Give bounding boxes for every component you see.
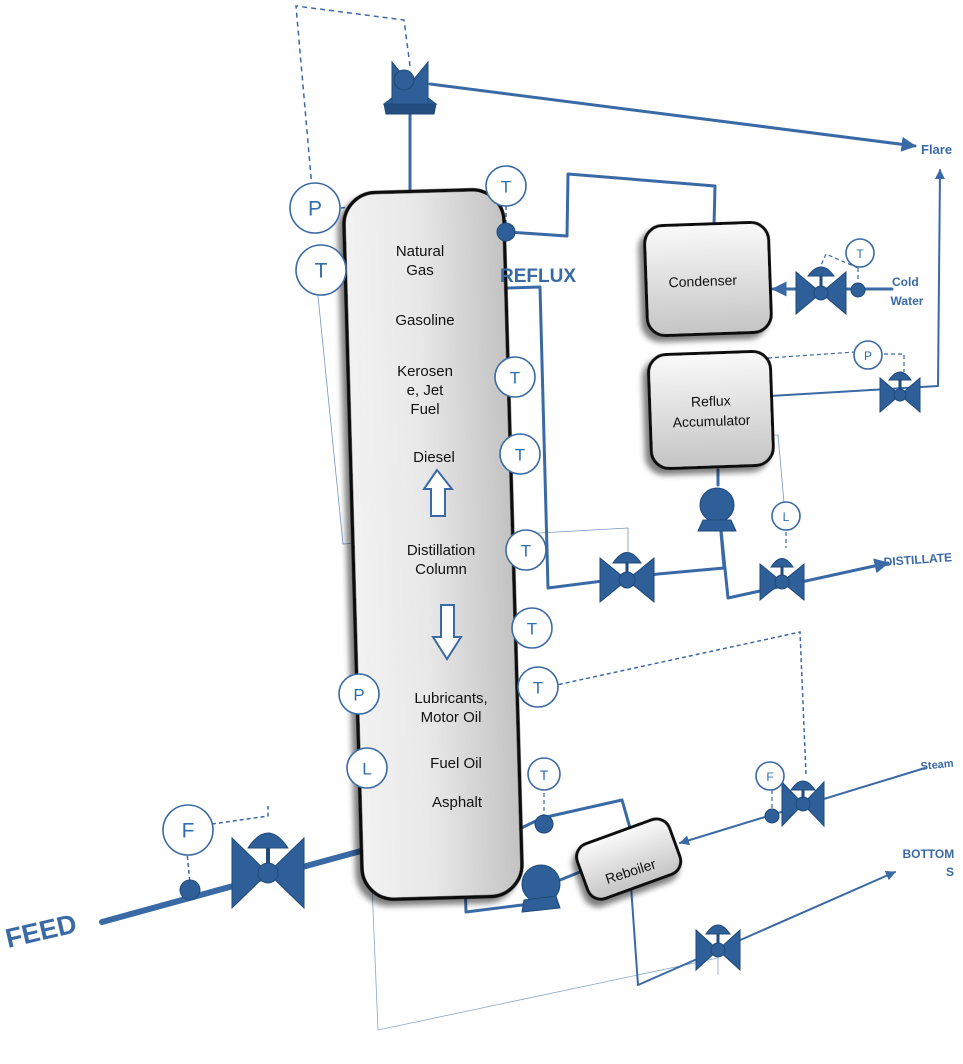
cold-water-valve-icon <box>795 266 847 316</box>
steam-label: Steam <box>920 758 954 773</box>
temp-sensor-bulb-icon <box>534 814 554 834</box>
svg-text:T: T <box>540 767 549 783</box>
up-arrow-icon <box>422 468 455 517</box>
svg-text:P: P <box>308 198 322 221</box>
column-product-label: Diesel <box>413 449 455 466</box>
bottoms-label: BOTTOM S <box>902 847 957 879</box>
instrument-bubble-l: L <box>346 747 388 789</box>
svg-text:T: T <box>315 260 328 283</box>
instrument-bubble-f: F <box>162 804 214 856</box>
svg-text:T: T <box>521 542 531 561</box>
pressure-control-valve-icon <box>382 60 438 115</box>
instrument-bubble-t: T <box>485 165 527 207</box>
instrument-bubble-f: F <box>755 761 785 791</box>
svg-text:F: F <box>182 820 195 843</box>
steam-valve-icon <box>781 780 825 828</box>
accumulator-label: RefluxAccumulator <box>672 392 751 431</box>
reflux-valve-icon <box>599 552 655 604</box>
flow-sensor-bulb-icon <box>764 808 780 824</box>
instrument-bubble-t: T <box>527 757 561 791</box>
svg-text:L: L <box>362 760 371 779</box>
column-product-label: Asphalt <box>432 794 483 811</box>
condenser <box>643 220 773 338</box>
reflux-accumulator <box>647 350 775 470</box>
reflux-pump-icon <box>697 487 737 532</box>
feed-valve-icon <box>231 832 305 910</box>
distillate-valve-icon <box>759 558 805 602</box>
svg-text:T: T <box>515 446 525 465</box>
instrument-bubble-p: P <box>338 673 380 715</box>
column-product-label: Gasoline <box>395 312 454 329</box>
instrument-bubble-t: T <box>505 529 547 571</box>
condenser-label: Condenser <box>668 272 737 290</box>
bottoms-pump-icon <box>521 864 561 913</box>
reboiler <box>575 817 683 901</box>
temp-sensor-bulb-icon <box>850 282 866 298</box>
temp-sensor-bulb-icon <box>496 222 516 242</box>
svg-text:L: L <box>783 510 790 524</box>
instrument-bubble-p: P <box>853 340 883 370</box>
feed-label: FEED <box>3 908 80 953</box>
reflux-label: REFLUX <box>500 266 576 287</box>
column-product-label: Lubricants,Motor Oil <box>414 690 487 726</box>
flare-label: Flare <box>921 142 952 157</box>
column-product-label: Fuel Oil <box>430 755 482 772</box>
svg-text:P: P <box>864 349 872 363</box>
cold-water-label: Cold Water <box>891 275 924 308</box>
instrument-bubble-t: T <box>499 433 541 475</box>
bottoms-valve-icon <box>695 924 741 972</box>
instrument-bubble-t: T <box>517 666 559 708</box>
svg-text:P: P <box>353 686 364 705</box>
instrument-bubble-t: T <box>845 238 875 268</box>
svg-text:T: T <box>510 369 520 388</box>
instrument-bubble-l: L <box>771 501 801 531</box>
svg-text:T: T <box>501 178 511 197</box>
instrument-bubble-t: T <box>494 356 536 398</box>
down-arrow-icon <box>431 604 463 661</box>
svg-text:T: T <box>533 679 543 698</box>
instrument-bubble-t: T <box>295 244 347 296</box>
svg-text:T: T <box>856 247 864 261</box>
distillate-label: DISTILLATE <box>883 550 952 569</box>
svg-text:F: F <box>766 770 773 784</box>
svg-text:T: T <box>527 620 537 639</box>
instrument-bubble-t: T <box>511 607 553 649</box>
instrument-bubble-p: P <box>289 182 341 234</box>
vent-valve-icon <box>879 371 921 414</box>
flow-sensor-bulb-icon <box>179 879 201 901</box>
